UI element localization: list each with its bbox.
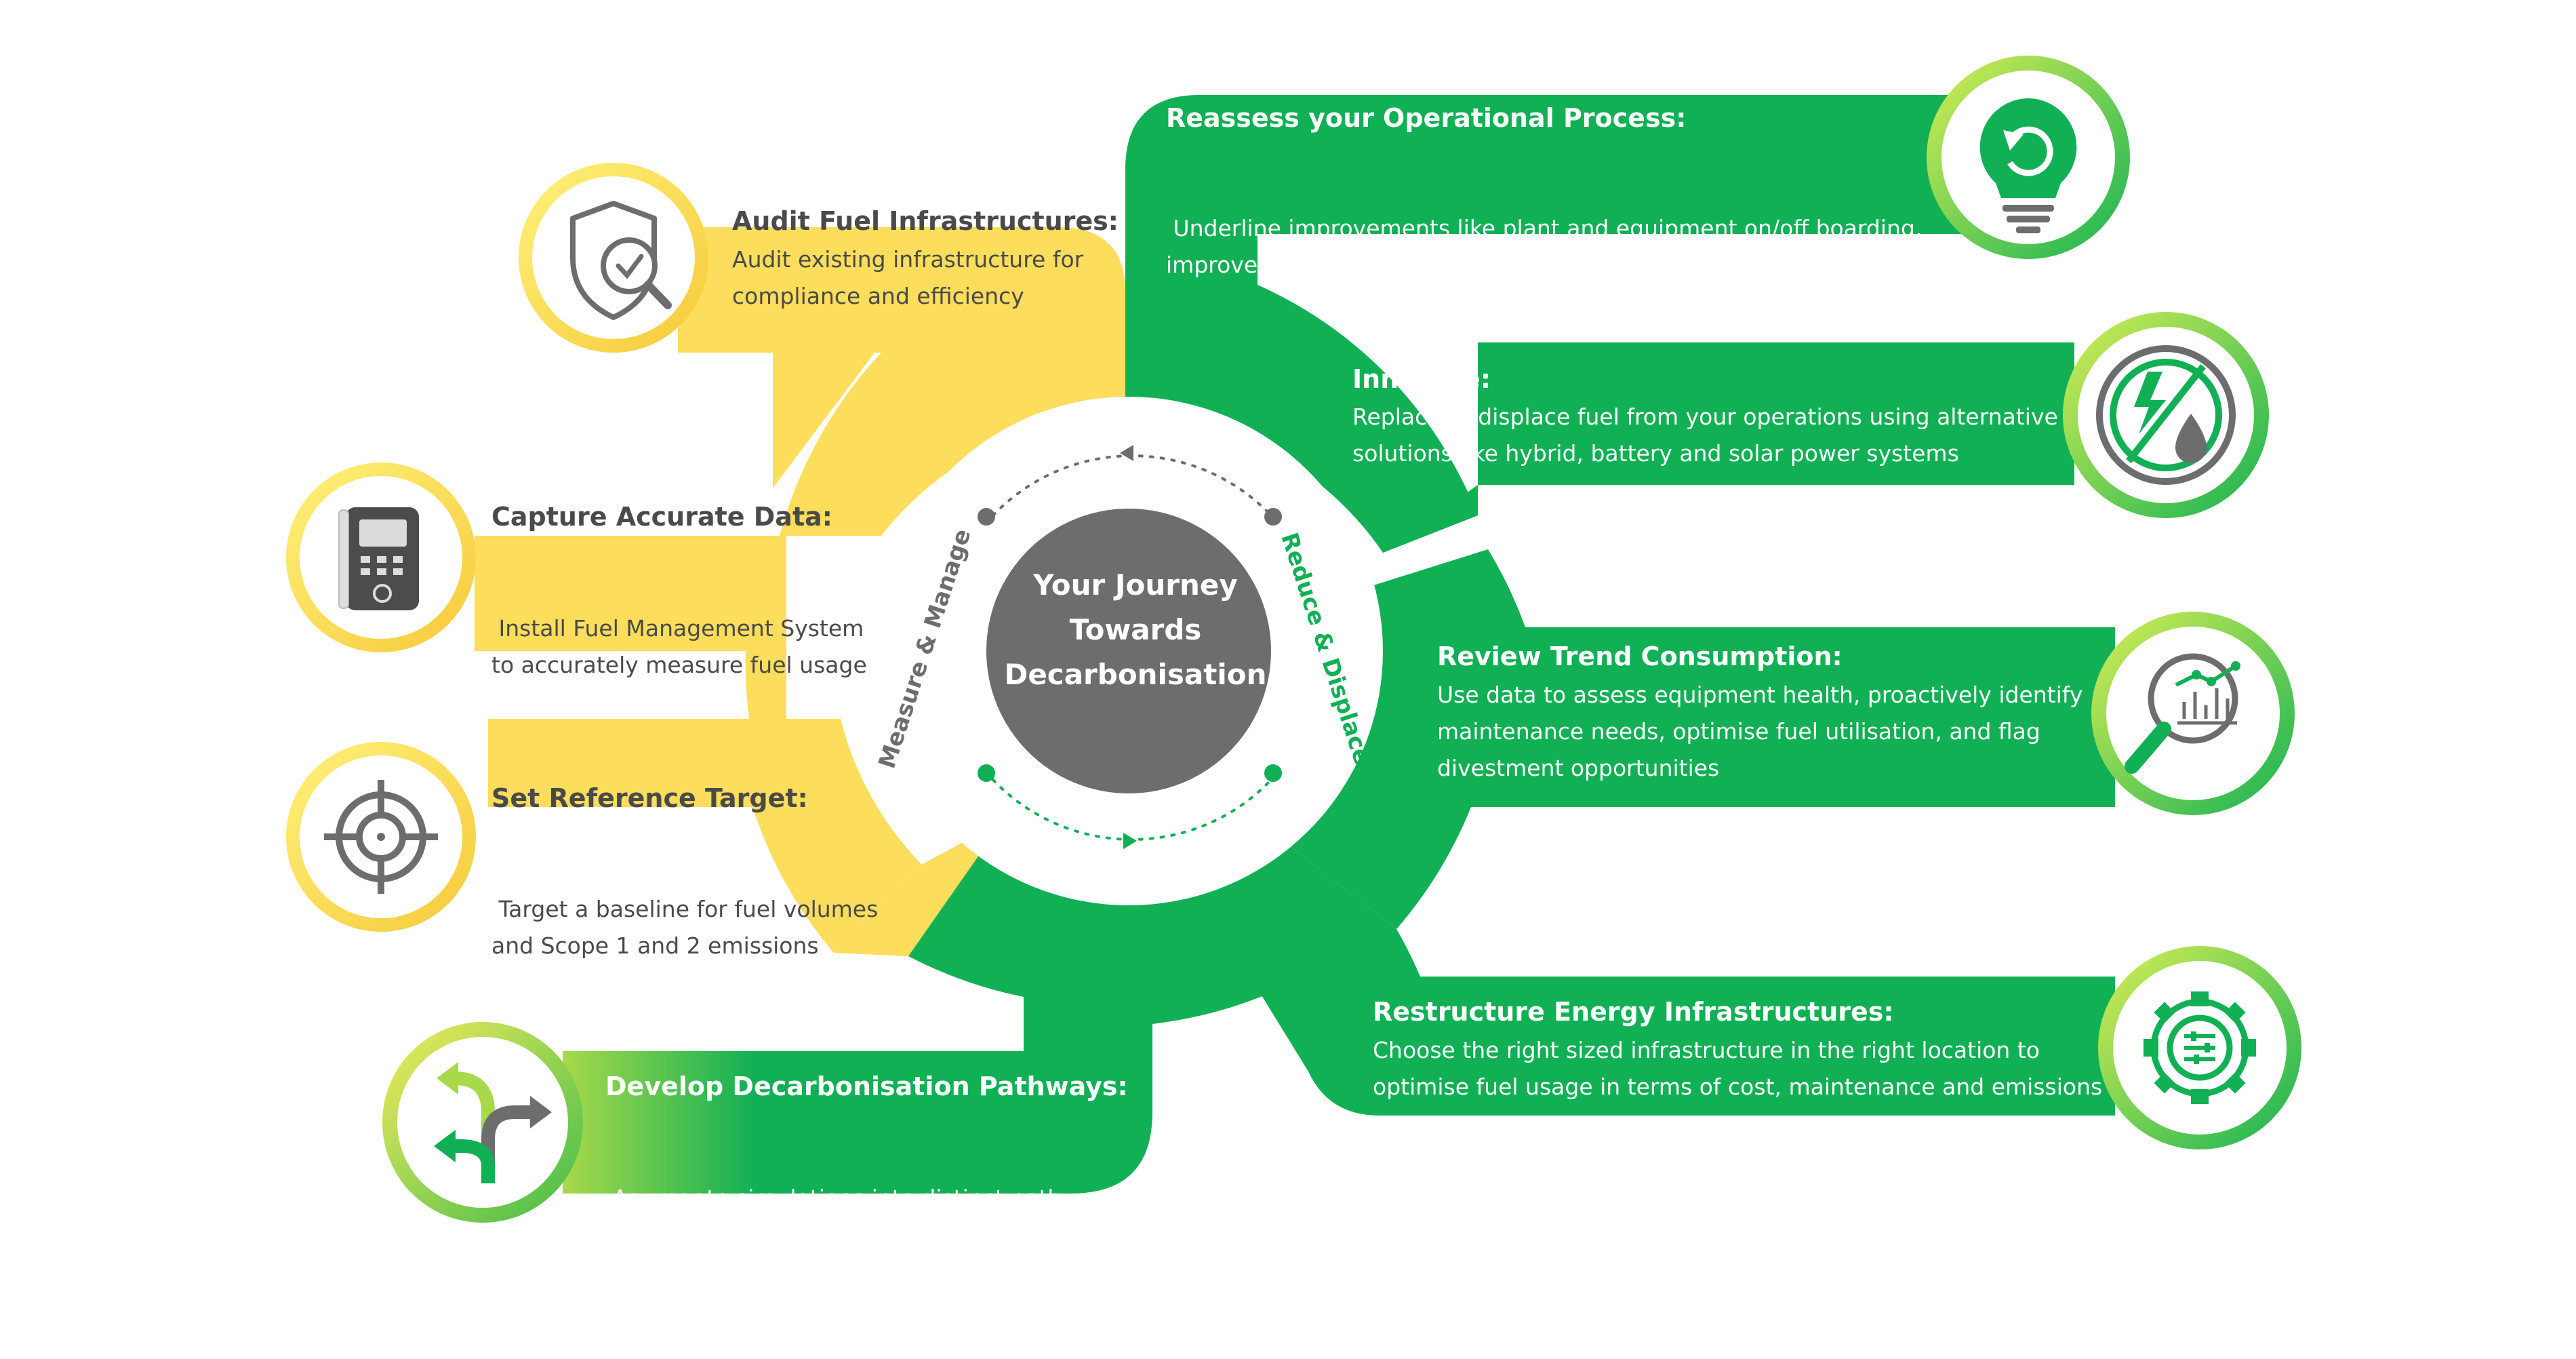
pathways-description: Aggregate simulations into distinct path… <box>605 1185 1126 1248</box>
reduce-displace-arc <box>563 95 2115 1194</box>
review-title: Review Trend Consumption: <box>1437 642 1843 671</box>
shield-search-icon <box>519 163 708 353</box>
capture-title: Capture Accurate Data: <box>491 502 832 532</box>
center-title: Your Journey Towards Decarbonisation <box>986 563 1285 697</box>
innovate-title: Innovate: <box>1352 364 1491 394</box>
split-arrows-icon <box>382 1022 583 1223</box>
center-title-line1: Your Journey <box>1033 568 1238 602</box>
center-disc <box>986 509 1271 793</box>
gear-settings-icon <box>2098 946 2301 1149</box>
center-title-line2: Towards <box>1069 613 1202 646</box>
fuel-management-terminal-icon <box>286 462 476 652</box>
audit-title: Audit Fuel Infrastructures: <box>732 206 1119 236</box>
target-title: Set Reference Target: <box>491 783 808 813</box>
center-title-line3: Decarbonisation <box>1004 658 1267 691</box>
measure-manage-arc <box>475 227 1125 956</box>
restructure-title: Restructure Energy Infrastructures: <box>1373 997 1894 1027</box>
restructure-description: Choose the right sized infrastructure in… <box>1373 1037 2103 1100</box>
cycle-arrows <box>978 445 1282 849</box>
reassess-title: Reassess your Operational Process: <box>1166 103 1687 133</box>
no-fuel-electric-icon <box>2063 312 2269 518</box>
reassess-description: Underline improvements like plant and eq… <box>1166 215 1927 278</box>
magnifier-chart-icon <box>2091 612 2295 815</box>
pathways-title: Develop Decarbonisation Pathways: <box>605 1071 1128 1101</box>
innovate-description: Replace or displace fuel from your opera… <box>1352 403 2058 467</box>
crosshair-target-icon <box>286 742 476 932</box>
lightbulb-refresh-icon <box>1927 56 2130 259</box>
review-description: Use data to assess equipment health, pro… <box>1437 682 2083 781</box>
